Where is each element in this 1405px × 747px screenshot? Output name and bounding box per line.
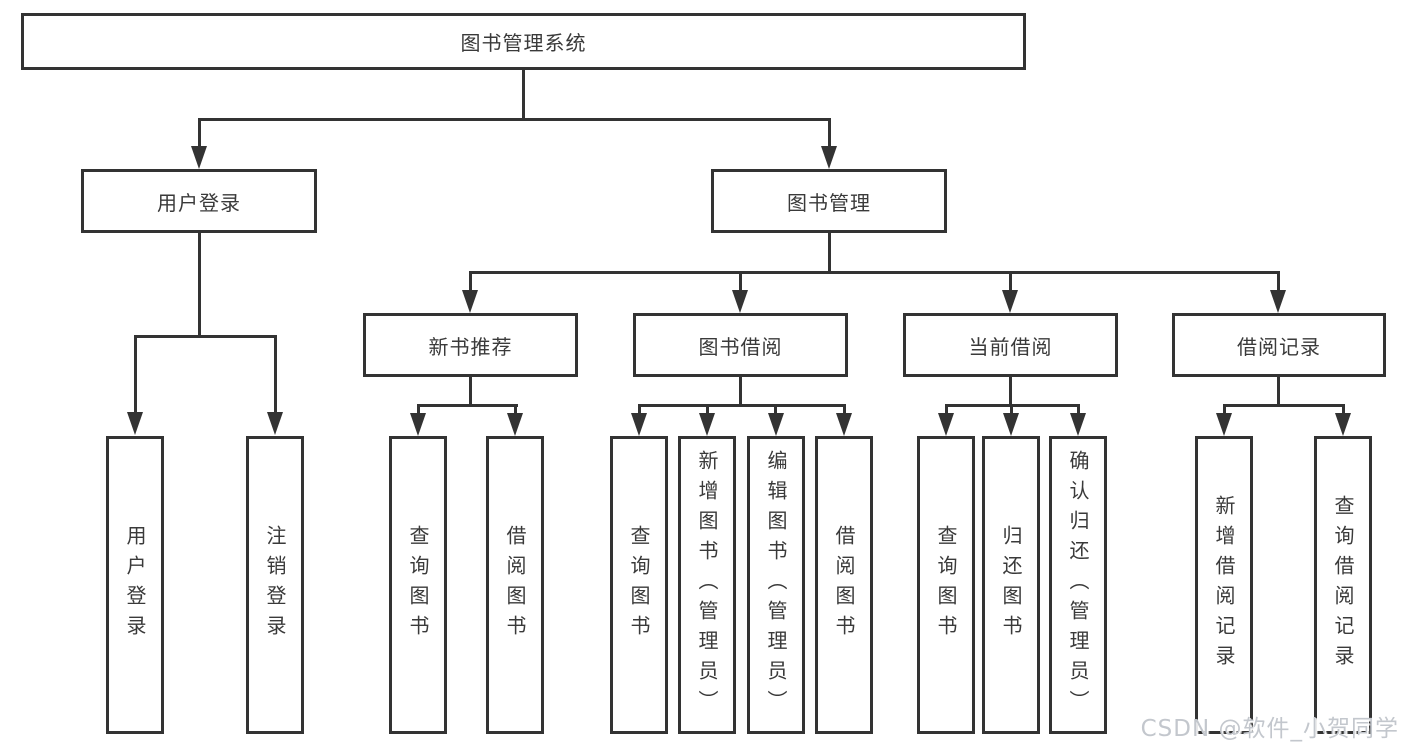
connector-line — [199, 118, 830, 121]
leaf-logout-label: 注销登录 — [263, 525, 287, 645]
arrowhead-down-icon — [1003, 413, 1019, 436]
connector-line — [638, 404, 846, 407]
leaf-add-borrow-record-label: 新增借阅记录 — [1212, 495, 1236, 675]
leaf-borrow-books-recommend-label: 借阅图书 — [503, 525, 527, 645]
node-new-book-recommend: 新书推荐 — [363, 313, 578, 377]
arrowhead-down-icon — [127, 412, 143, 435]
connector-line — [134, 335, 277, 338]
leaf-query-borrow-record: 查询借阅记录 — [1314, 436, 1372, 734]
leaf-query-books-borrow-label: 查询图书 — [627, 525, 651, 645]
connector-line — [706, 404, 709, 416]
connector-line — [1010, 404, 1013, 416]
connector-line — [1277, 377, 1280, 407]
connector-line — [1009, 377, 1012, 407]
leaf-add-borrow-record: 新增借阅记录 — [1195, 436, 1253, 734]
connector-line — [945, 404, 948, 416]
leaf-query-books-recommend: 查询图书 — [389, 436, 447, 734]
arrowhead-down-icon — [836, 413, 852, 436]
arrowhead-down-icon — [938, 413, 954, 436]
leaf-borrow-books-recommend: 借阅图书 — [486, 436, 544, 734]
arrowhead-down-icon — [732, 290, 748, 313]
leaf-edit-books-admin-label: 编辑图书（管理员） — [764, 450, 788, 720]
connector-line — [1009, 271, 1012, 293]
arrowhead-down-icon — [410, 413, 426, 436]
node-user-login: 用户登录 — [81, 169, 317, 233]
connector-line — [1077, 404, 1080, 416]
connector-line — [828, 233, 831, 274]
connector-line — [514, 404, 517, 416]
arrowhead-down-icon — [1070, 413, 1086, 436]
connector-line — [1223, 404, 1345, 407]
connector-line — [843, 404, 846, 416]
leaf-add-books-admin-label: 新增图书（管理员） — [695, 450, 719, 720]
connector-line — [417, 404, 420, 416]
csdn-watermark: CSDN @软件_小贺同学 — [1140, 716, 1399, 742]
connector-line — [1277, 271, 1280, 293]
arrowhead-down-icon — [191, 146, 207, 169]
arrowhead-down-icon — [699, 413, 715, 436]
node-current-borrow-label: 当前借阅 — [968, 334, 1053, 359]
connector-line — [198, 233, 201, 337]
leaf-query-books-recommend-label: 查询图书 — [406, 525, 430, 645]
leaf-return-books-label: 归还图书 — [999, 525, 1023, 645]
arrowhead-down-icon — [507, 413, 523, 436]
leaf-user-login-label: 用户登录 — [123, 525, 147, 645]
connector-line — [739, 377, 742, 407]
arrowhead-down-icon — [768, 413, 784, 436]
leaf-logout: 注销登录 — [246, 436, 304, 734]
node-root: 图书管理系统 — [21, 13, 1026, 70]
node-book-management: 图书管理 — [711, 169, 947, 233]
node-new-book-recommend-label: 新书推荐 — [428, 334, 513, 359]
leaf-return-books: 归还图书 — [982, 436, 1040, 734]
arrowhead-down-icon — [1002, 290, 1018, 313]
connector-line — [774, 404, 777, 416]
connector-line — [198, 118, 201, 150]
connector-line — [417, 404, 518, 407]
leaf-edit-books-admin: 编辑图书（管理员） — [747, 436, 805, 734]
connector-line — [828, 118, 831, 150]
leaf-query-borrow-record-label: 查询借阅记录 — [1331, 495, 1355, 675]
connector-line — [469, 377, 472, 407]
connector-line — [522, 70, 525, 121]
connector-line — [739, 271, 742, 293]
leaf-query-books-current: 查询图书 — [917, 436, 975, 734]
arrowhead-down-icon — [1216, 413, 1232, 436]
leaf-query-books-current-label: 查询图书 — [934, 525, 958, 645]
node-root-label: 图书管理系统 — [460, 31, 587, 55]
connector-line — [469, 271, 1280, 274]
leaf-query-books-borrow: 查询图书 — [610, 436, 668, 734]
arrowhead-down-icon — [631, 413, 647, 436]
node-book-borrow: 图书借阅 — [633, 313, 848, 377]
node-borrow-records-label: 借阅记录 — [1237, 334, 1321, 359]
arrowhead-down-icon — [1335, 413, 1351, 436]
leaf-confirm-return-admin-label: 确认归还（管理员） — [1066, 450, 1090, 720]
arrowhead-down-icon — [821, 146, 837, 169]
connector-line — [1342, 404, 1345, 416]
connector-line — [638, 404, 641, 416]
node-book-management-label: 图书管理 — [787, 190, 871, 215]
node-current-borrow: 当前借阅 — [903, 313, 1118, 377]
connector-line — [134, 335, 137, 414]
leaf-add-books-admin: 新增图书（管理员） — [678, 436, 736, 734]
connector-line — [1223, 404, 1226, 416]
node-user-login-label: 用户登录 — [157, 190, 241, 215]
connector-line — [274, 335, 277, 414]
leaf-confirm-return-admin: 确认归还（管理员） — [1049, 436, 1107, 734]
arrowhead-down-icon — [267, 412, 283, 435]
connector-line — [469, 271, 472, 293]
node-book-borrow-label: 图书借阅 — [698, 334, 783, 359]
arrowhead-down-icon — [1270, 290, 1286, 313]
arrowhead-down-icon — [462, 290, 478, 313]
leaf-borrow-books-label: 借阅图书 — [832, 525, 856, 645]
leaf-user-login: 用户登录 — [106, 436, 164, 734]
leaf-borrow-books: 借阅图书 — [815, 436, 873, 734]
node-borrow-records: 借阅记录 — [1172, 313, 1386, 377]
